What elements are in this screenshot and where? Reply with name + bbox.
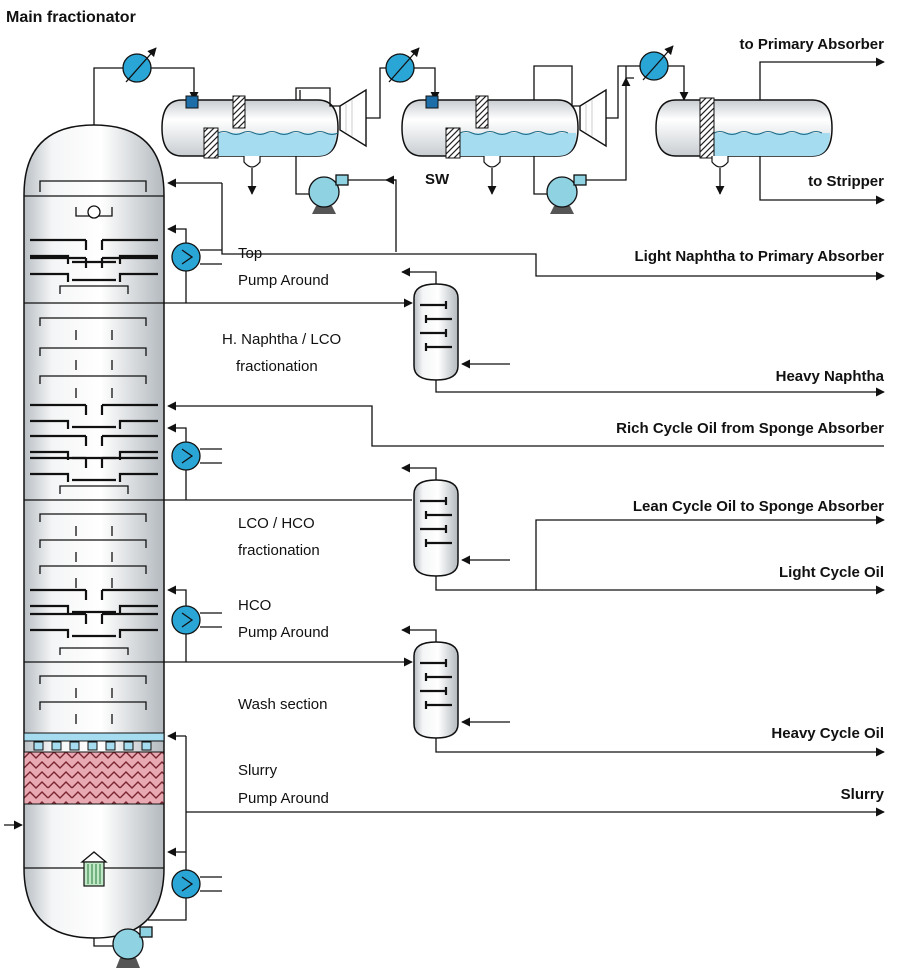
- column-tray-weir: [75, 330, 113, 340]
- column-tray: [59, 285, 129, 294]
- overhead-vapor-line: [93, 67, 126, 125]
- column-tray: [30, 254, 158, 264]
- column-tray-downcomer: [84, 405, 104, 415]
- wash-section-label: Wash section: [238, 696, 327, 713]
- reflux-pump-1: [308, 174, 349, 214]
- side-stripper-1: [413, 283, 459, 381]
- column-tray: [39, 347, 147, 356]
- top-pa-label-2: Pump Around: [238, 272, 329, 289]
- distributor-nozzle: [87, 741, 98, 751]
- column-trays: [24, 180, 164, 724]
- hn-lco-label-2: fractionation: [236, 358, 318, 375]
- stream-to-primary-absorber: to Primary Absorber: [740, 36, 885, 53]
- column-tray: [39, 513, 147, 522]
- distributor-nozzle: [123, 741, 134, 751]
- slurry-pump: [112, 926, 153, 968]
- column-tray: [39, 375, 147, 384]
- stripper-tray: [420, 659, 448, 667]
- stripper-tray: [424, 315, 452, 323]
- column-tray: [30, 472, 158, 482]
- stripper-tray: [424, 511, 452, 519]
- column-tray: [39, 317, 147, 326]
- stripper-tray: [424, 673, 452, 681]
- lco-hco-label-2: fractionation: [238, 542, 320, 559]
- diagram-title: Main fractionator: [6, 9, 136, 26]
- stream-heavy-naphtha: Heavy Naphtha: [776, 368, 885, 385]
- slurry-pa-label-1: Slurry: [238, 762, 278, 779]
- distributor-nozzle: [105, 741, 116, 751]
- overhead-cooler-1: [122, 47, 157, 83]
- column-tray-weir: [75, 526, 113, 536]
- slurry-pa-label-2: Pump Around: [238, 790, 329, 807]
- compressor-1: [339, 88, 367, 148]
- column-tray-weir: [75, 578, 113, 588]
- hco-pa-label-2: Pump Around: [238, 624, 329, 641]
- top-pa-label-1: Top: [238, 245, 262, 262]
- column-tray-downcomer: [84, 436, 104, 446]
- stripper-tray: [420, 329, 448, 337]
- stripper-tray: [424, 343, 452, 351]
- overhead-drum-1: [161, 95, 339, 195]
- stripper-tray: [424, 539, 452, 547]
- stream-light-naphtha: Light Naphtha to Primary Absorber: [635, 248, 885, 265]
- column-tray-downcomer: [84, 240, 104, 250]
- column-tray: [30, 604, 158, 614]
- overhead-drum-2: [401, 95, 579, 195]
- column-tray: [59, 485, 129, 494]
- column-tray-weir: [75, 688, 113, 698]
- reflux-pump-2: [546, 174, 587, 214]
- stripper-tray: [420, 301, 448, 309]
- distributor-nozzle: [141, 741, 152, 751]
- interstage-cooler: [385, 47, 420, 83]
- column-tray: [30, 272, 158, 282]
- hp-cooler: [639, 45, 674, 81]
- stripper-tray: [424, 701, 452, 709]
- column-tray-weir: [75, 714, 113, 724]
- column-tray: [39, 565, 147, 574]
- distributor-nozzle: [69, 741, 80, 751]
- side-stripper-3: [413, 641, 459, 739]
- column-tray: [59, 647, 129, 655]
- compressor-2: [579, 88, 607, 148]
- column-tray: [39, 701, 147, 710]
- top-pump-around-exchanger: [171, 242, 222, 272]
- bottom-strainer: [80, 851, 108, 887]
- column-tray: [30, 628, 158, 638]
- stripper-tray: [420, 687, 448, 695]
- stream-lean-cycle-oil: Lean Cycle Oil to Sponge Absorber: [633, 498, 884, 515]
- stream-heavy-cycle-oil: Heavy Cycle Oil: [771, 725, 884, 742]
- column-tray-downcomer: [84, 258, 104, 268]
- slurry-packing: [23, 732, 165, 805]
- side-stripper-2: [413, 479, 459, 577]
- column-tray-weir: [75, 388, 113, 398]
- stripper-tray: [420, 525, 448, 533]
- hn-lco-label-1: H. Naphtha / LCO: [222, 331, 341, 348]
- stream-to-stripper: to Stripper: [808, 173, 884, 190]
- column-tray: [30, 419, 158, 429]
- stream-rich-cycle-oil: Rich Cycle Oil from Sponge Absorber: [616, 420, 884, 437]
- stream-light-cycle-oil: Light Cycle Oil: [779, 564, 884, 581]
- distributor-nozzle: [33, 741, 44, 751]
- main-fractionator-column: [23, 124, 165, 939]
- slurry-pump-around-exchanger: [171, 869, 222, 899]
- stream-slurry: Slurry: [841, 786, 885, 803]
- column-tray-weir: [75, 360, 113, 370]
- distributor-nozzle: [51, 741, 62, 751]
- hco-pa-label-1: HCO: [238, 597, 271, 614]
- column-tray: [39, 539, 147, 548]
- column-tray: [39, 675, 147, 684]
- column-tray-downcomer: [84, 614, 104, 624]
- column-tray-downcomer: [84, 458, 104, 468]
- lco-pump-around-exchanger: [171, 441, 222, 471]
- column-tray-weir: [75, 552, 113, 562]
- sour-water-label: SW: [425, 171, 450, 188]
- column-tray-downcomer: [84, 590, 104, 600]
- hp-separator-drum: [655, 97, 833, 195]
- lco-hco-label-1: LCO / HCO: [238, 515, 315, 532]
- stripper-tray: [420, 497, 448, 505]
- hco-pump-around-exchanger: [171, 605, 222, 635]
